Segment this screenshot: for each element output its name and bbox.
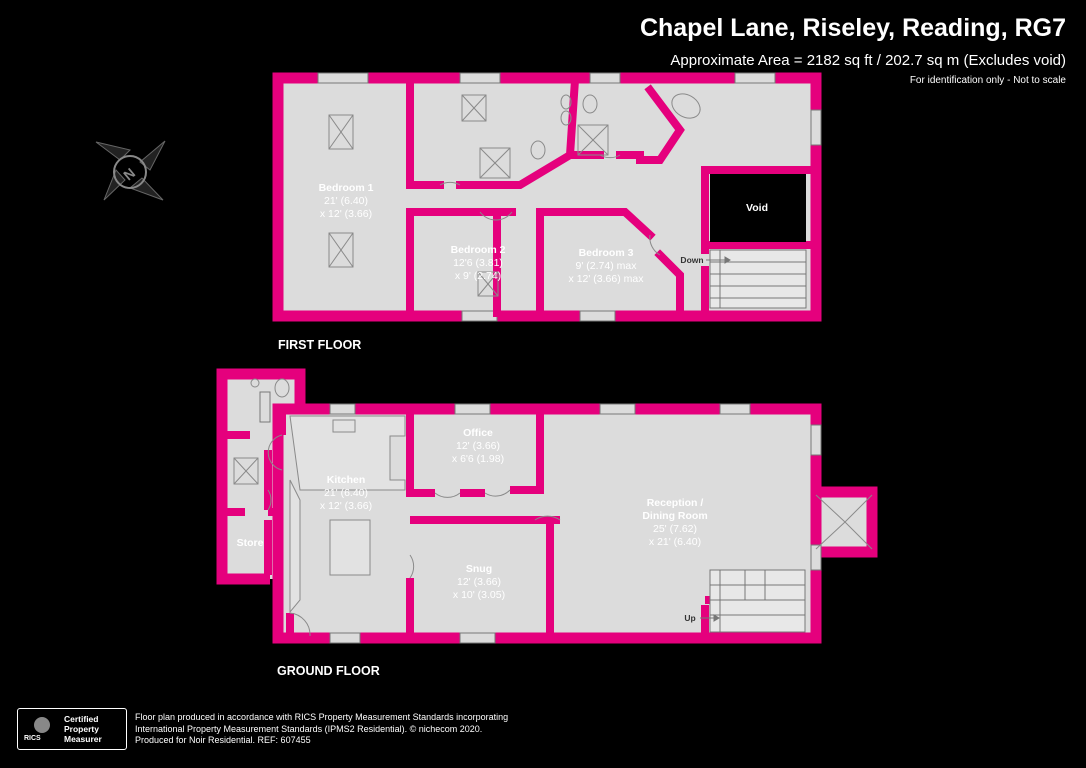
first-floor-plan [272, 72, 822, 322]
room-name: Bedroom 3 [578, 247, 634, 259]
first-floor-label: FIRST FLOOR [278, 338, 362, 352]
room-snug: Snug 12' (3.66) x 10' (3.05) [453, 563, 505, 602]
room-name: Store [236, 537, 264, 549]
room-dimension: x 12' (3.66) [319, 208, 373, 220]
rics-logo-icon [34, 717, 50, 733]
room-name: Bedroom 1 [318, 182, 374, 194]
room-name: Kitchen [326, 474, 366, 486]
room-bedroom-1: Bedroom 1 21' (6.40) x 12' (3.66) [319, 182, 374, 221]
scale-note: For identification only - Not to scale [909, 75, 1066, 86]
room-name: Bedroom 2 [450, 244, 506, 256]
room-dimension: 12'6 (3.81) [453, 257, 503, 269]
footer-disclaimer: Floor plan produced in accordance with R… [135, 712, 508, 747]
room-office: Office 12' (3.66) x 6'6 (1.98) [452, 427, 504, 466]
room-void: Void [746, 202, 768, 215]
room-reception-dining: Reception / Dining Room 25' (7.62) x 21'… [642, 497, 707, 549]
room-dimension: x 21' (6.40) [648, 536, 702, 548]
compass-icon: N [95, 140, 166, 201]
room-dimension: x 6'6 (1.98) [451, 453, 505, 465]
room-name: Dining Room [642, 510, 708, 522]
room-dimension: 12' (3.66) [456, 576, 502, 588]
approximate-area: Approximate Area = 2182 sq ft / 202.7 sq… [670, 52, 1066, 69]
badge-line: Property [64, 724, 99, 734]
stairs-up-label: Up [684, 613, 696, 623]
room-dimension: x 10' (3.05) [452, 589, 506, 601]
footer-line: International Property Measurement Stand… [135, 723, 483, 734]
badge-line: Certified [64, 714, 99, 724]
room-store: Store [237, 537, 264, 550]
room-name: Void [746, 202, 768, 214]
property-title: Chapel Lane, Riseley, Reading, RG7 [639, 14, 1066, 42]
room-dimension: x 12' (3.66) [319, 500, 373, 512]
room-name: Snug [465, 563, 493, 575]
footer-line: Produced for Noir Residential. REF: 6074… [135, 735, 311, 745]
ground-floor-label: GROUND FLOOR [277, 664, 380, 678]
room-dimension: 9' (2.74) max [575, 260, 637, 272]
room-kitchen: Kitchen 21' (6.40) x 12' (3.66) [320, 474, 372, 513]
certified-measurer-text: Certified Property Measurer [64, 714, 102, 744]
room-bedroom-3: Bedroom 3 9' (2.74) max x 12' (3.66) max [569, 247, 644, 286]
room-bedroom-2: Bedroom 2 12'6 (3.81) x 9' (2.74) [451, 244, 506, 283]
room-dimension: 21' (6.40) [323, 487, 369, 499]
room-dimension: 21' (6.40) [323, 195, 369, 207]
badge-line: Measurer [64, 734, 102, 744]
room-dimension: 25' (7.62) [652, 523, 698, 535]
room-name: Reception / [646, 497, 704, 509]
room-dimension: 12' (3.66) [455, 440, 501, 452]
room-name: Office [463, 427, 493, 439]
rics-text: RICS [24, 735, 41, 742]
rics-certified-badge: RICS Certified Property Measurer [17, 708, 127, 750]
footer-line: Floor plan produced in accordance with R… [135, 712, 509, 722]
stairs-down-label: Down [680, 255, 704, 265]
room-dimension: x 12' (3.66) max [568, 273, 644, 285]
ground-floor-plan [216, 368, 878, 644]
room-dimension: x 9' (2.74) [454, 270, 502, 282]
